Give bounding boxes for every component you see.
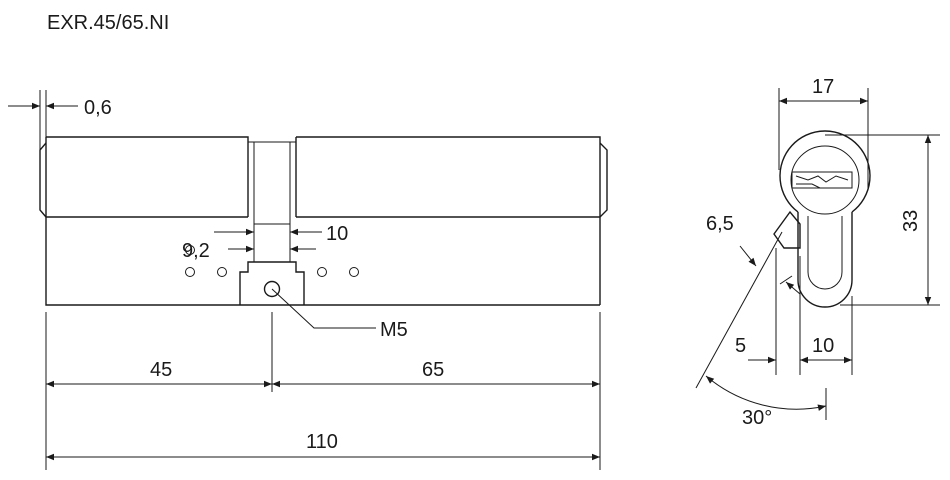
screw-hole [263, 280, 281, 298]
dim-angle: 30° [695, 231, 827, 429]
dim-cam-offset-label: 5 [735, 335, 746, 357]
dim-lower-width-label: 10 [812, 335, 834, 357]
side-view [39, 136, 608, 306]
dim-chamfer-label: 6,5 [706, 213, 734, 235]
dim-cam-width: 9,2 [182, 240, 316, 262]
dim-offset: 0,6 [8, 90, 112, 150]
dim-left-length: 45 [46, 359, 272, 388]
dim-screw-label: M5 [380, 319, 408, 341]
dim-cam-offset: 5 [735, 248, 801, 375]
pin-hole [349, 267, 359, 277]
dim-offset-label: 0,6 [84, 97, 112, 119]
profile-view [773, 130, 871, 308]
dim-profile-height: 33 [825, 134, 940, 306]
pin-hole [185, 267, 195, 277]
dim-lower-width: 10 [800, 296, 853, 375]
dim-profile-width-label: 17 [812, 76, 834, 98]
dim-total-length: 110 [46, 431, 600, 461]
dim-right-length-label: 65 [422, 359, 444, 381]
dim-profile-width: 17 [778, 76, 869, 190]
dim-total-length-label: 110 [306, 431, 338, 453]
dim-cam-width-label: 9,2 [182, 240, 210, 262]
dim-left-length-label: 45 [150, 359, 172, 381]
dim-cam-gap-label: 10 [326, 223, 348, 245]
pin-hole [317, 267, 327, 277]
pin-hole [217, 267, 227, 277]
dim-cam-gap: 10 [214, 223, 348, 245]
drawing-title: EXR.45/65.NI [47, 12, 169, 34]
dim-right-length: 65 [272, 359, 600, 388]
dim-profile-height-label: 33 [900, 210, 922, 232]
dim-chamfer: 6,5 [706, 213, 801, 295]
dim-angle-label: 30° [742, 407, 772, 429]
dim-screw: M5 [271, 288, 408, 341]
